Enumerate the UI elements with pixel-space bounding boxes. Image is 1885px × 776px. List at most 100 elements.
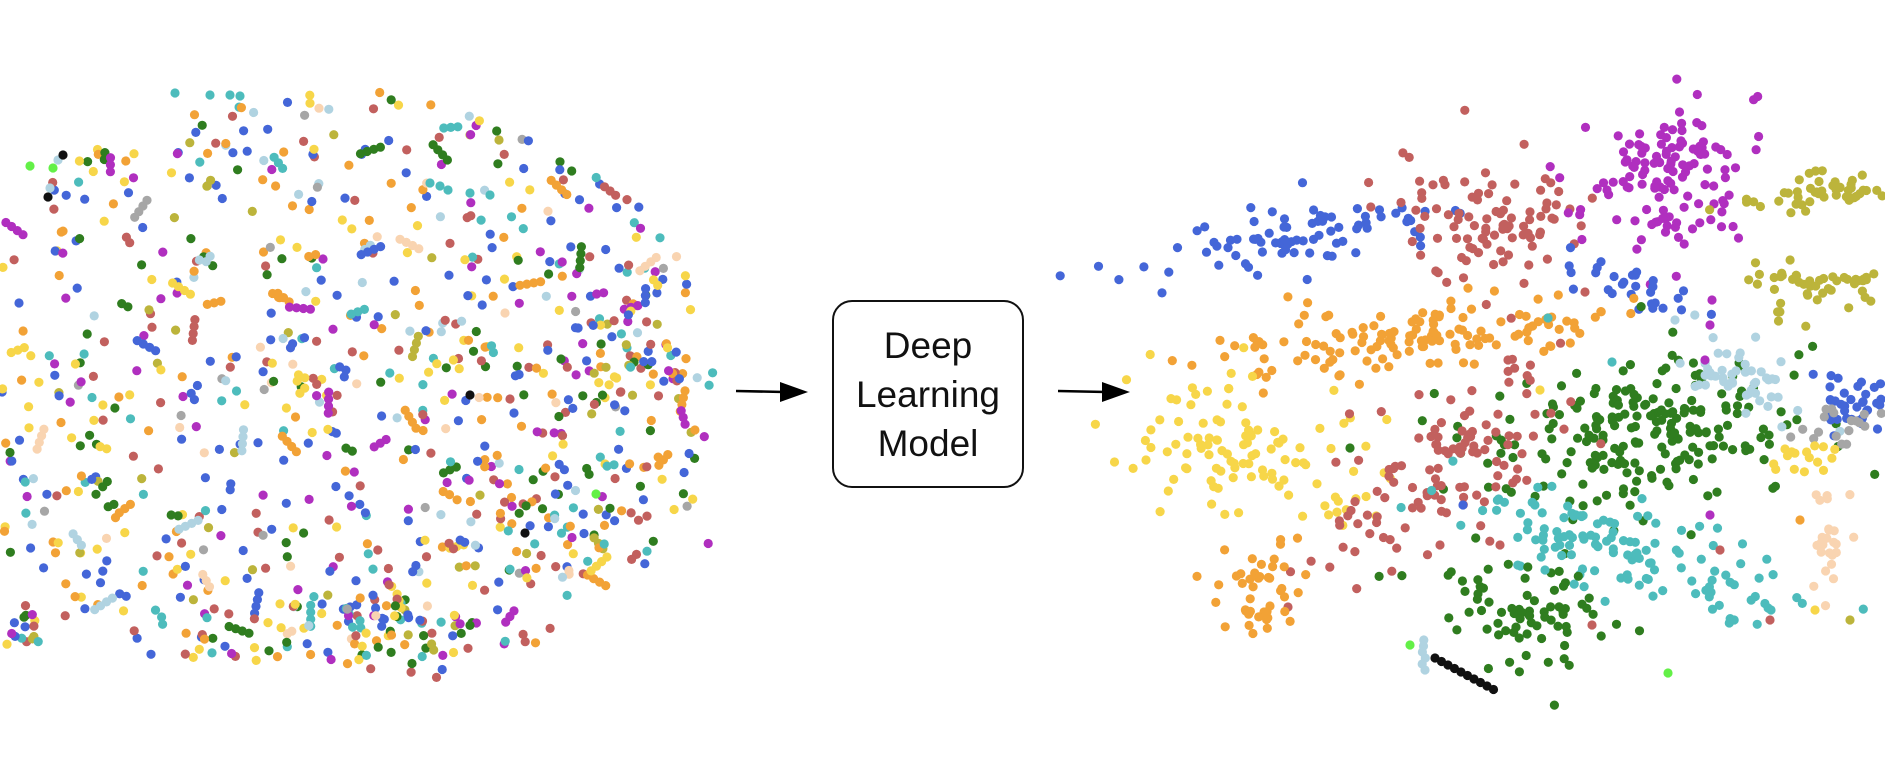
scatter-point [1524, 260, 1534, 270]
scatter-point [1827, 453, 1837, 463]
scatter-point [1496, 607, 1507, 618]
scatter-point [52, 491, 62, 501]
scatter-point [1835, 182, 1845, 192]
scatter-point [1755, 201, 1765, 212]
scatter-point [1570, 323, 1580, 333]
scatter-point [1382, 414, 1392, 425]
scatter-point [1237, 578, 1247, 589]
scatter-point [1456, 520, 1466, 530]
scatter-point [1551, 200, 1561, 210]
scatter-point [1293, 588, 1303, 598]
scatter-point [1546, 408, 1556, 418]
scatter-point [1693, 459, 1703, 469]
scatter-point [1669, 428, 1680, 438]
scatter-point [681, 354, 691, 364]
scatter-point [366, 664, 376, 674]
scatter-point [406, 203, 416, 213]
scatter-point [194, 644, 204, 654]
scatter-point [76, 377, 86, 387]
scatter-point [1523, 336, 1533, 346]
scatter-point [1727, 378, 1738, 388]
scatter-point [1718, 373, 1728, 383]
scatter-point [312, 182, 322, 192]
scatter-point [194, 255, 204, 265]
scatter-point [301, 287, 311, 297]
scatter-point [1427, 336, 1437, 346]
scatter-point [480, 585, 490, 595]
scatter-point [1469, 221, 1479, 231]
scatter-point [546, 216, 556, 226]
scatter-point [261, 563, 271, 573]
scatter-point [180, 561, 190, 572]
scatter-point [708, 368, 718, 378]
scatter-point [1146, 425, 1156, 435]
scatter-point [402, 145, 412, 155]
scatter-point [642, 317, 652, 327]
scatter-point [664, 366, 674, 376]
scatter-point [1830, 444, 1840, 454]
scatter-point [470, 540, 480, 550]
scatter-point [1493, 618, 1503, 628]
scatter-point [324, 515, 334, 525]
scatter-point [1396, 197, 1406, 208]
scatter-point [1230, 341, 1240, 351]
scatter-point [1276, 535, 1286, 545]
scatter-point [1141, 455, 1151, 465]
scatter-point [186, 234, 196, 244]
scatter-point [39, 506, 50, 516]
scatter-point [1708, 540, 1718, 551]
scatter-point [1640, 158, 1650, 168]
scatter-point [1721, 570, 1731, 580]
scatter-point [1459, 411, 1470, 421]
scatter-point [543, 345, 553, 355]
scatter-point [1428, 315, 1438, 325]
scatter-point [98, 482, 108, 492]
scatter-point [562, 362, 572, 372]
scatter-point [1851, 191, 1861, 201]
scatter-point [1637, 179, 1647, 189]
scatter-point [258, 247, 269, 257]
scatter-point [623, 310, 634, 320]
scatter-point [249, 643, 260, 653]
scatter-point [584, 203, 594, 213]
scatter-point [1809, 581, 1819, 591]
scatter-point [384, 135, 394, 146]
scatter-point [1770, 374, 1780, 385]
scatter-point [584, 469, 594, 479]
scatter-point [259, 384, 269, 395]
scatter-point [1721, 405, 1731, 415]
scatter-point [1369, 321, 1379, 331]
scatter-point [1641, 545, 1651, 555]
scatter-point [1846, 416, 1856, 426]
scatter-point [1249, 216, 1259, 227]
deep-learning-model-box: Deep Learning Model [832, 300, 1024, 488]
scatter-point [1818, 288, 1828, 298]
scatter-point [247, 565, 258, 575]
scatter-point [1376, 407, 1386, 417]
scatter-point [88, 166, 98, 177]
scatter-point [275, 599, 285, 609]
scatter-point [509, 408, 519, 418]
scatter-point [1625, 172, 1635, 182]
scatter-point [605, 503, 615, 513]
scatter-point [494, 135, 504, 145]
scatter-point [1659, 184, 1669, 195]
scatter-point [1590, 566, 1600, 576]
scatter-point [550, 472, 560, 482]
scatter-point [317, 599, 327, 609]
scatter-point [303, 438, 313, 448]
scatter-point [1361, 491, 1371, 502]
scatter-point [92, 544, 102, 554]
scatter-point [1504, 431, 1514, 441]
scatter-point [438, 486, 448, 497]
scatter-point [14, 435, 25, 445]
scatter-point [1425, 358, 1435, 368]
scatter-point [1813, 457, 1823, 467]
scatter-point [403, 504, 413, 514]
scatter-point [1201, 247, 1212, 257]
scatter-point [1810, 441, 1820, 451]
scatter-point [1764, 439, 1774, 449]
scatter-point [578, 391, 588, 401]
scatter-point [1758, 424, 1768, 434]
scatter-point [506, 492, 517, 503]
